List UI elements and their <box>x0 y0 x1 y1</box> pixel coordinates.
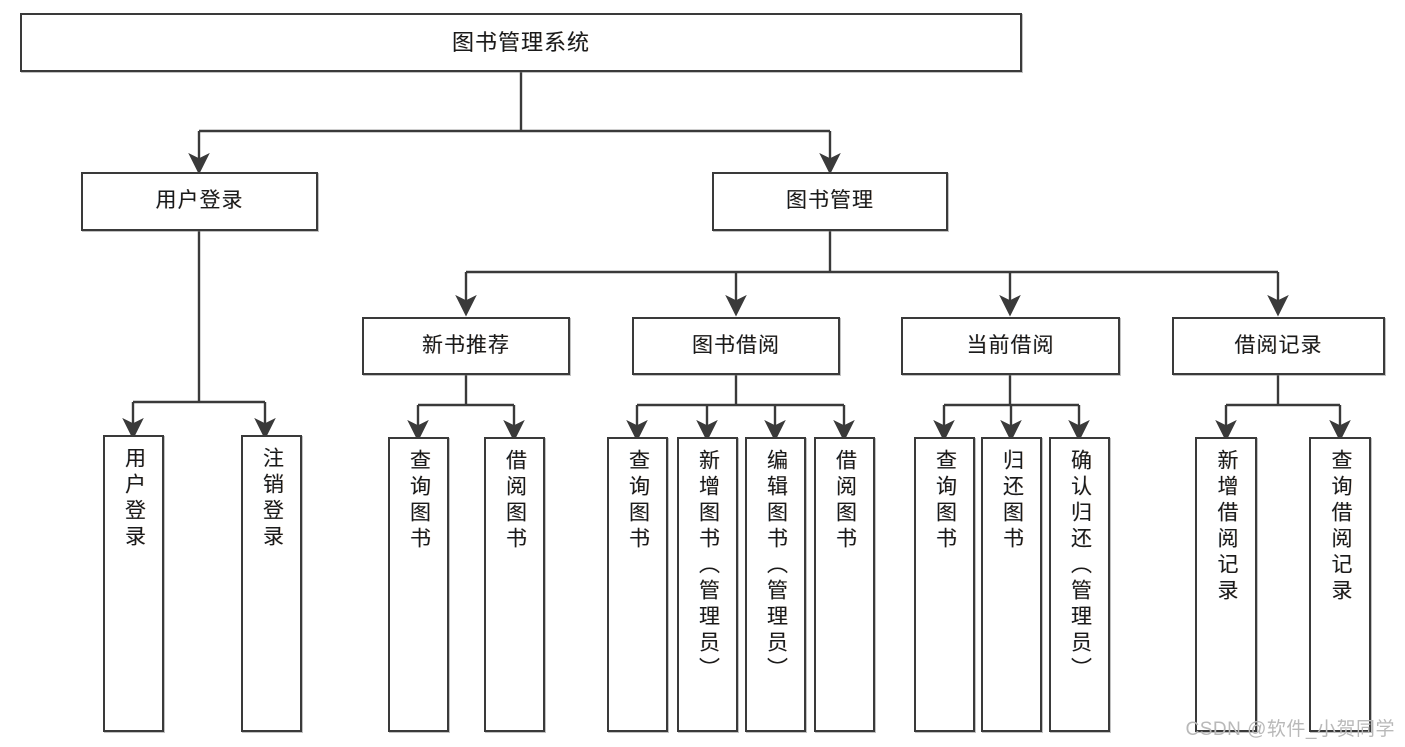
leaf-current-borrow-return[interactable]: 归还图书 <box>981 437 1042 732</box>
node-borrow-record[interactable]: 借阅记录 <box>1172 317 1385 375</box>
leaf-current-borrow-query[interactable]: 查询图书 <box>914 437 975 732</box>
leaf-label: 注销登录 <box>260 447 284 551</box>
node-label: 图书借阅 <box>692 333 780 357</box>
leaf-label: 确认归还（管理员） <box>1068 449 1092 683</box>
node-book-borrow[interactable]: 图书借阅 <box>632 317 840 375</box>
node-label: 当前借阅 <box>966 333 1055 357</box>
csdn-watermark: CSDN @软件_小贺同学 <box>1185 719 1395 740</box>
leaf-book-borrow-query[interactable]: 查询图书 <box>607 437 668 732</box>
leaf-book-borrow-borrow[interactable]: 借阅图书 <box>814 437 875 732</box>
node-label: 图书管理 <box>786 189 874 213</box>
leaf-label: 借阅图书 <box>833 449 857 553</box>
leaf-label: 查询图书 <box>933 449 957 553</box>
node-root-system[interactable]: 图书管理系统 <box>20 13 1022 72</box>
leaf-label: 归还图书 <box>1000 449 1024 553</box>
leaf-label: 编辑图书（管理员） <box>764 449 788 683</box>
node-book-management[interactable]: 图书管理 <box>712 172 948 231</box>
node-new-book-recommend[interactable]: 新书推荐 <box>362 317 570 375</box>
leaf-new-book-query[interactable]: 查询图书 <box>388 437 449 732</box>
leaf-label: 新增借阅记录 <box>1215 449 1239 605</box>
leaf-label: 新增图书（管理员） <box>696 449 720 683</box>
leaf-borrow-record-query[interactable]: 查询借阅记录 <box>1309 437 1371 732</box>
node-label: 借阅记录 <box>1234 333 1323 357</box>
leaf-current-borrow-confirm[interactable]: 确认归还（管理员） <box>1049 437 1110 732</box>
leaf-label: 借阅图书 <box>503 449 527 553</box>
node-label: 新书推荐 <box>422 333 510 357</box>
leaf-new-book-borrow[interactable]: 借阅图书 <box>484 437 545 732</box>
leaf-label: 查询图书 <box>626 449 650 553</box>
leaf-label: 查询图书 <box>407 449 431 553</box>
leaf-user-login-login[interactable]: 用户登录 <box>103 435 164 732</box>
node-label: 图书管理系统 <box>451 29 590 55</box>
leaf-user-login-logout[interactable]: 注销登录 <box>241 435 302 732</box>
leaf-book-borrow-edit[interactable]: 编辑图书（管理员） <box>745 437 806 732</box>
node-current-borrow[interactable]: 当前借阅 <box>901 317 1120 375</box>
node-user-login[interactable]: 用户登录 <box>81 172 318 231</box>
leaf-label: 用户登录 <box>122 447 146 551</box>
leaf-label: 查询借阅记录 <box>1329 449 1353 605</box>
leaf-borrow-record-add[interactable]: 新增借阅记录 <box>1195 437 1257 732</box>
node-label: 用户登录 <box>155 189 244 213</box>
leaf-book-borrow-add[interactable]: 新增图书（管理员） <box>677 437 738 732</box>
